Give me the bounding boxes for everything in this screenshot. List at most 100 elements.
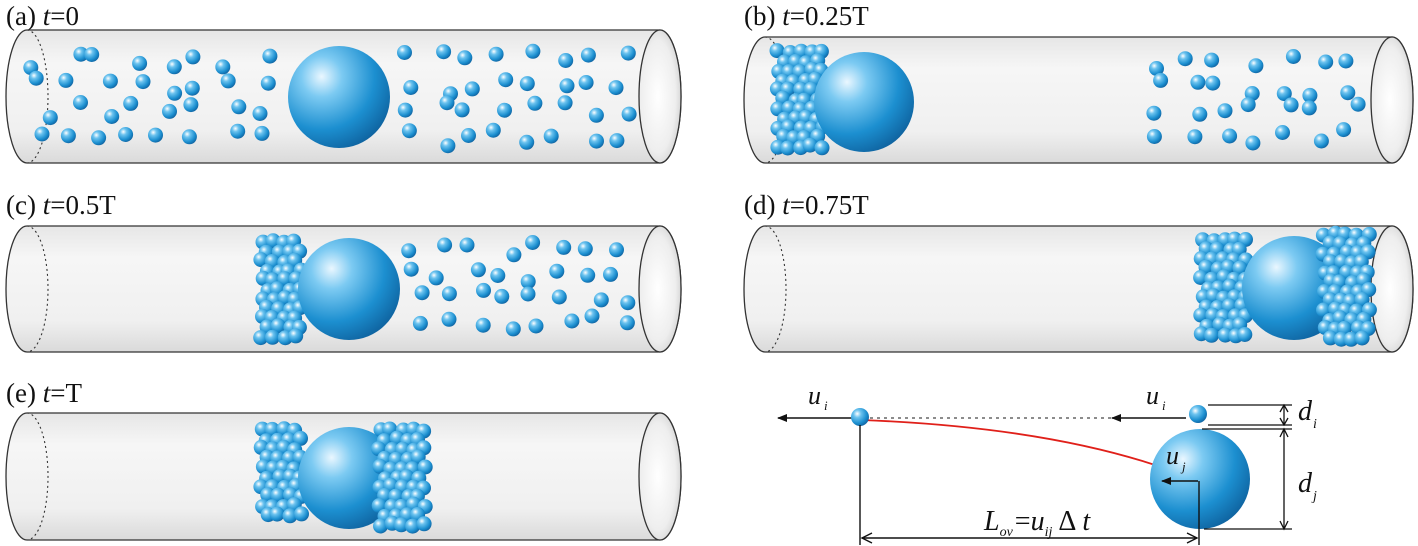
small-particle-c-18	[476, 282, 491, 298]
L-arrow-left	[860, 532, 873, 544]
small-particle-a-14	[220, 73, 236, 89]
large-particle-b	[814, 52, 914, 152]
small-particle-e-45	[373, 518, 388, 534]
small-particle-b-6	[1338, 53, 1354, 69]
panel-label-c-value: =0.5T	[50, 190, 116, 220]
panel-label-d-value: =0.75T	[789, 190, 869, 220]
L-t: t	[1082, 506, 1091, 537]
u-i-right-label: u	[1146, 381, 1159, 410]
small-particle-c-14	[580, 267, 596, 283]
small-particle-b-49	[814, 140, 830, 156]
small-particle-a-7	[620, 45, 636, 61]
small-particle-b-2	[1204, 52, 1220, 68]
u-i-right-sub: i	[1162, 398, 1166, 413]
small-particle-a-29	[543, 128, 559, 144]
small-particle-a-5	[558, 53, 574, 68]
small-particle-c-43	[288, 328, 304, 344]
d-j-sub: j	[1311, 489, 1317, 504]
panel-label-e: (e) t=T	[6, 380, 82, 407]
small-particle-d-46	[1204, 327, 1219, 343]
small-particle-c-9	[428, 270, 444, 286]
small-particle-a-21	[183, 97, 199, 113]
panel-label-e-var: t	[42, 378, 51, 408]
small-particle-b-11	[1276, 86, 1292, 102]
small-particle-b-22	[1187, 129, 1203, 145]
small-particle-a-31	[254, 125, 270, 141]
small-particle-c-28	[528, 318, 544, 334]
small-particle-c-6	[577, 241, 593, 257]
small-particle-c-3	[506, 247, 522, 263]
tube-hidden-edge-c	[26, 225, 49, 353]
small-particle-d-52	[1343, 331, 1359, 347]
small-particle-c-0	[401, 243, 417, 259]
small-particle-c-40	[253, 330, 269, 346]
small-particle-c-23	[620, 295, 636, 311]
small-particle-a-17	[439, 95, 455, 111]
small-particle-c-8	[403, 261, 419, 277]
small-particle-b-46	[780, 140, 796, 156]
small-particle-a-20	[162, 103, 177, 119]
panel-label-c-var: t	[42, 190, 51, 220]
small-particle-c-2	[459, 237, 475, 253]
small-particle-b-0	[769, 43, 785, 59]
small-particle-a-12	[519, 76, 535, 92]
L-symbol: L	[983, 506, 1000, 537]
small-particle-a-27	[485, 122, 501, 138]
small-particle-a-15	[608, 80, 624, 96]
small-particle-e-39	[294, 506, 309, 522]
small-particle-b-13	[1340, 85, 1356, 101]
particles-layer	[23, 43, 1377, 534]
d-i-arrows	[1279, 403, 1289, 427]
small-particle-c-31	[619, 315, 635, 331]
small-particle-c-4	[525, 235, 541, 250]
small-particle-a-10	[464, 81, 480, 97]
panel-label-b: (b) t=0.25T	[744, 3, 869, 30]
small-particle-b-8	[1190, 74, 1206, 90]
u-i-left-sub: i	[824, 398, 828, 413]
small-particle-d-36	[1193, 307, 1209, 323]
panel-label-a-value: =0	[50, 1, 79, 31]
panel-label-d: (d) t=0.75T	[744, 192, 869, 219]
small-particle-a-16	[42, 110, 58, 126]
large-particle-a	[288, 46, 390, 148]
u-j-sub: j	[1180, 459, 1186, 474]
small-particle-c-17	[441, 286, 457, 302]
small-particle-d-53	[1354, 330, 1370, 346]
u-j-label: u	[1166, 441, 1179, 470]
small-particle-d-17	[1232, 260, 1248, 276]
small-particle-a-19	[497, 102, 512, 118]
small-particle-a-20	[527, 95, 543, 111]
small-particle-b-21	[1146, 129, 1162, 144]
small-particle-c-26	[475, 317, 491, 333]
small-particle-a-18	[104, 109, 120, 124]
small-particle-e-49	[416, 516, 432, 532]
small-particle-a-31	[609, 133, 625, 149]
u-i-left-label: u	[808, 381, 821, 410]
small-particle-a-23	[621, 106, 637, 122]
small-particle-c-5	[556, 239, 572, 255]
small-particle-c-15	[603, 266, 618, 282]
small-particle-c-24	[412, 315, 428, 331]
d-j-label: d	[1298, 468, 1313, 499]
small-particle-a-1	[436, 44, 452, 60]
small-particle-a-22	[588, 107, 604, 123]
small-particle-b-23	[1222, 128, 1238, 144]
tube-opening-b	[1370, 36, 1414, 164]
small-particle-a-30	[589, 133, 604, 149]
small-particle-a-5	[185, 49, 201, 65]
large-particle-j	[1150, 429, 1250, 529]
small-particle-i-left	[851, 408, 869, 426]
small-particle-a-16	[397, 102, 413, 118]
small-particle-a-18	[454, 102, 470, 118]
panel-label-a-prefix: (a)	[6, 1, 43, 31]
small-particle-a-23	[252, 106, 268, 121]
small-particle-b-14	[1146, 105, 1162, 121]
small-particle-a-24	[401, 123, 417, 139]
tube-opening-a	[638, 29, 682, 164]
small-particle-i-right	[1189, 405, 1207, 423]
small-particle-b-1	[1177, 51, 1193, 67]
small-particle-a-21	[557, 95, 573, 111]
tube-hidden-edge-e	[26, 412, 49, 541]
